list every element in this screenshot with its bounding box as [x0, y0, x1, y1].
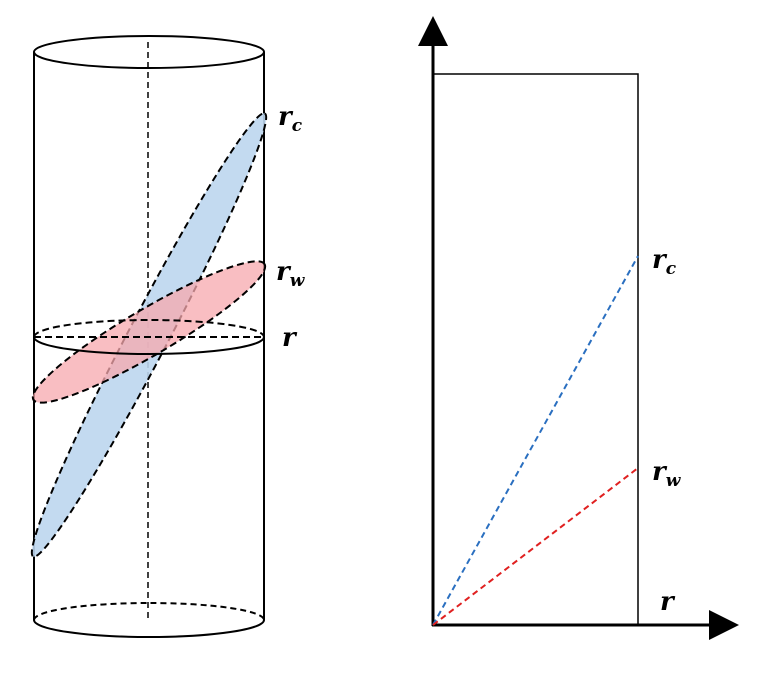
cylinder-bottom-back: [33, 602, 265, 621]
label-rw-left: rw: [276, 257, 306, 291]
blue-dashed-line: [432, 255, 639, 626]
label-rc-right: rc: [652, 245, 677, 279]
label-r-left: r: [282, 323, 298, 353]
axes: [418, 16, 739, 640]
label-rc-left: rc: [278, 102, 303, 136]
horizontal-section: [33, 319, 265, 355]
red-dashed-line: [432, 467, 639, 626]
cylinder-bottom-front: [33, 619, 265, 638]
label-r-right: r: [660, 587, 676, 617]
bounding-rect: [433, 73, 639, 625]
label-rw-right: rw: [652, 457, 682, 491]
red-ellipse: [31, 260, 267, 404]
cylinder-top: [33, 35, 265, 69]
